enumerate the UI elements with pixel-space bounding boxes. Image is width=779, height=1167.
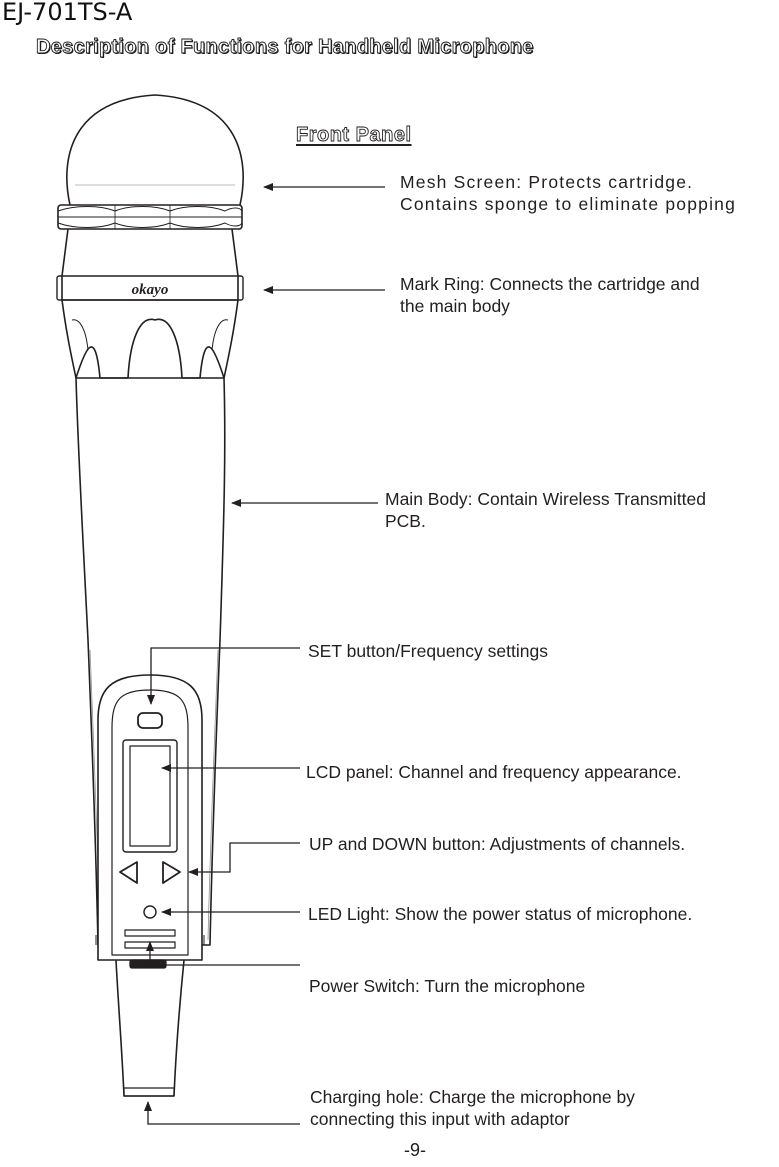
led-light-label: LED Light: Show the power status of micr…	[308, 904, 693, 924]
page-number: -9-	[404, 1140, 426, 1160]
charging-hole-label: Charging hole: Charge the microphone by …	[310, 1087, 635, 1129]
lcd-panel	[122, 739, 178, 853]
set-button-label: SET button/Frequency settings	[308, 641, 548, 661]
set-button-leader	[147, 647, 300, 705]
set-button	[137, 712, 163, 729]
decorative-band	[57, 204, 243, 230]
lcd-panel-label: LCD panel: Channel and frequency appeara…	[306, 762, 682, 782]
power-switch-label: Power Switch: Turn the microphone	[309, 976, 586, 996]
down-button	[119, 861, 138, 884]
led-light	[143, 905, 157, 919]
mesh-screen-label: Mesh Screen: Protects cartridge. Contain…	[400, 172, 737, 214]
document-title: Description of Functions for Handheld Mi…	[36, 36, 534, 59]
model-code: EJ-701TS-A	[2, 0, 133, 26]
main-body-label: Main Body: Contain Wireless Transmitted …	[385, 489, 706, 531]
up-button	[162, 861, 181, 884]
mark-ring-label: Mark Ring: Connects the cartridge and th…	[400, 274, 700, 316]
mesh-screen	[66, 94, 244, 206]
power-switch-leader	[146, 941, 300, 966]
up-down-leader	[188, 842, 300, 876]
charging-hole	[123, 1087, 175, 1097]
brand-logo: okayo	[132, 282, 169, 298]
control-panel	[97, 674, 203, 961]
front-panel-title: Front Panel	[296, 124, 412, 147]
charging-hole-leader	[144, 1101, 300, 1125]
up-down-label: UP and DOWN button: Adjustments of chann…	[309, 834, 686, 854]
power-switch	[129, 959, 167, 969]
main-body	[75, 377, 226, 946]
